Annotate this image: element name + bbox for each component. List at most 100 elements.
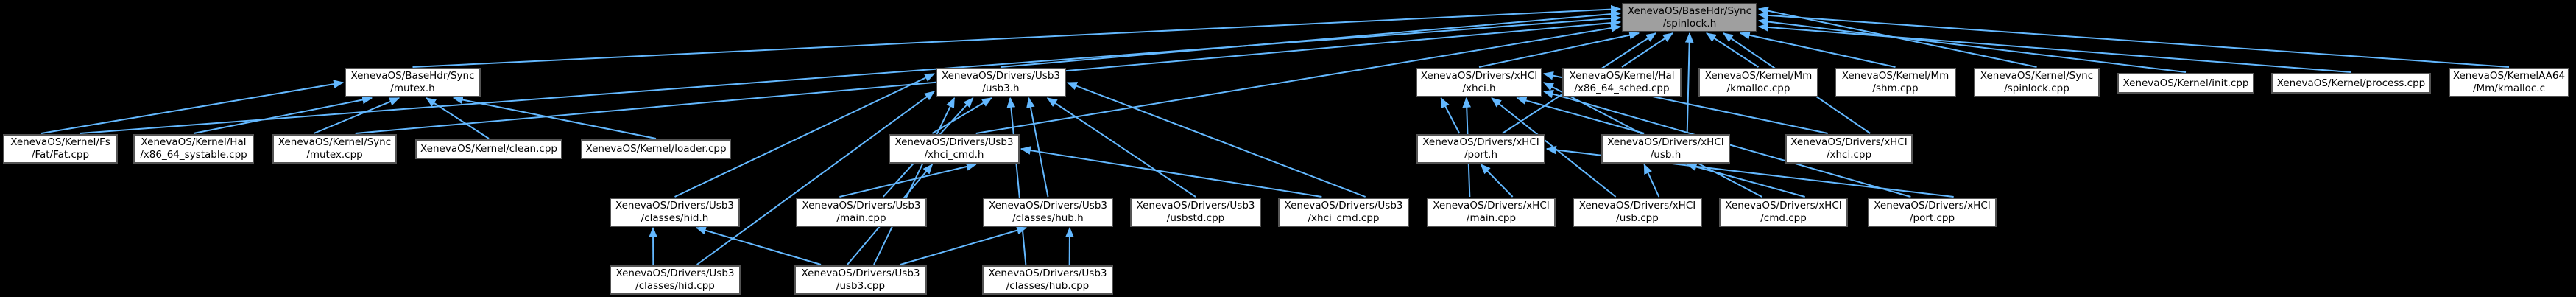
graph-node-xhci_cmd_h[interactable]: XenevaOS/Drivers/Usb3/xhci_cmd.h [889, 134, 1020, 164]
graph-node-label: XenevaOS/Drivers/xHCI [1422, 136, 1539, 148]
graph-node-aa64_kmalloc_c[interactable]: XenevaOS/KernelAA64/Mm/kmalloc.c [2449, 68, 2569, 97]
include-edge-loader_cpp-to-mutex_h [452, 95, 657, 139]
include-edge-usbstd_cpp-to-usb3_h [1046, 97, 1196, 198]
graph-node-label: /Mm/kmalloc.c [2472, 83, 2546, 94]
graph-node-label: XenevaOS/BaseHdr/Sync [1627, 5, 1752, 17]
graph-node-hid_cpp[interactable]: XenevaOS/Drivers/Usb3/classes/hid.cpp [610, 265, 741, 295]
graph-node-label: XenevaOS/Drivers/xHCI [1790, 136, 1908, 148]
graph-node-label: /xhci.h [1462, 83, 1496, 94]
include-edge-usb_h-to-xhci_h [1516, 96, 1645, 134]
graph-node-label: XenevaOS/Kernel/Sync [278, 136, 392, 148]
graph-node-loader_cpp[interactable]: XenevaOS/Kernel/loader.cpp [581, 139, 731, 159]
include-edge-sched_cpp-to-spinlock_h [1621, 32, 1673, 68]
include-edge-hub_cpp-to-usb3_h [1006, 97, 1027, 265]
graph-node-sched_cpp[interactable]: XenevaOS/Kernel/Hal/x86_64_sched.cpp [1562, 68, 1682, 97]
graph-node-port_cpp[interactable]: XenevaOS/Drivers/xHCI/port.cpp [1868, 198, 1997, 227]
graph-node-usb3_h[interactable]: XenevaOS/Drivers/Usb3/usb3.h [936, 68, 1066, 97]
graph-node-usb3_cpp[interactable]: XenevaOS/Drivers/Usb3/usb3.cpp [794, 265, 927, 295]
graph-node-label: /xhci_cmd.cpp [1308, 212, 1380, 224]
graph-node-label: XenevaOS/Drivers/xHCI [1433, 200, 1550, 212]
graph-node-label: XenevaOS/Drivers/Usb3 [802, 200, 921, 212]
graph-node-init_cpp[interactable]: XenevaOS/Kernel/init.cpp [2117, 73, 2254, 94]
graph-node-label: XenevaOS/Drivers/Usb3 [894, 136, 1014, 148]
graph-node-label: /Fat/Fat.cpp [31, 149, 90, 161]
graph-node-label: XenevaOS/Kernel/clean.cpp [420, 143, 557, 155]
graph-node-label: /port.h [1464, 149, 1498, 161]
graph-node-hid_h[interactable]: XenevaOS/Drivers/Usb3/classes/hid.h [610, 198, 740, 227]
graph-node-label: /usb.cpp [1616, 212, 1659, 224]
graph-node-label: XenevaOS/Kernel/init.cpp [2122, 77, 2249, 89]
graph-node-label: XenevaOS/Drivers/Usb3 [615, 268, 735, 279]
include-edge-mutex_h-to-spinlock_h [412, 4, 1622, 68]
graph-node-label: /x86_64_systable.cpp [140, 149, 247, 161]
include-edge-usb3_cpp-to-hid_h [695, 226, 822, 265]
graph-node-process_cpp[interactable]: XenevaOS/Kernel/process.cpp [2271, 73, 2431, 94]
graph-node-label: XenevaOS/Kernel/Hal [141, 136, 247, 148]
graph-node-label: /usb.h [1650, 149, 1682, 161]
include-edge-systable_cpp-to-mutex_h [193, 95, 373, 134]
graph-node-label: XenevaOS/Drivers/xHCI [1578, 200, 1696, 212]
graph-node-label: XenevaOS/Kernel/Fs [10, 136, 110, 148]
graph-node-hub_h[interactable]: XenevaOS/Drivers/Usb3/classes/hub.h [983, 198, 1113, 227]
graph-node-spinlock_cpp[interactable]: XenevaOS/Kernel/Sync/spinlock.cpp [1974, 68, 2100, 97]
graph-node-xhci_h[interactable]: XenevaOS/Drivers/xHCI/xhci.h [1416, 68, 1542, 97]
graph-node-xhci_cmd_cpp[interactable]: XenevaOS/Drivers/Usb3/xhci_cmd.cpp [1278, 198, 1409, 227]
graph-node-label: /main.cpp [1466, 212, 1517, 224]
include-edge-aa64_kmalloc_c-to-spinlock_h [1757, 11, 2510, 68]
graph-node-hub_cpp[interactable]: XenevaOS/Drivers/Usb3/classes/hub.cpp [982, 265, 1113, 295]
include-edge-xhci_cmd_cpp-to-usb3_h [1066, 82, 1366, 198]
graph-node-label: XenevaOS/Drivers/xHCI [1874, 200, 1991, 212]
include-edge-usb3_main_cpp-to-xhci_cmd_h [839, 162, 977, 198]
include-edge-shm_cpp-to-spinlock_h [1739, 31, 1896, 68]
graph-node-label: /cmd.cpp [1760, 212, 1807, 224]
graph-node-label: /mutex.h [390, 83, 435, 94]
include-edge-usb3_cpp-to-hub_h [900, 226, 1028, 265]
graph-node-spinlock_h[interactable]: XenevaOS/BaseHdr/Sync/spinlock.h [1622, 3, 1757, 32]
graph-node-label: /spinlock.cpp [2004, 83, 2069, 94]
include-edge-hid_h-to-usb3_h [674, 73, 936, 198]
graph-node-label: XenevaOS/Drivers/xHCI [1420, 70, 1538, 82]
graph-node-label: /kmalloc.cpp [1726, 83, 1790, 94]
graph-node-label: XenevaOS/Kernel/Sync [1980, 70, 2094, 82]
graph-node-label: XenevaOS/Drivers/xHCI [1607, 136, 1724, 148]
include-edge-fat_cpp-to-spinlock_h [79, 14, 1622, 134]
graph-node-label: XenevaOS/Drivers/xHCI [1725, 200, 1842, 212]
graph-node-label: XenevaOS/Drivers/Usb3 [801, 268, 920, 279]
graph-node-label: XenevaOS/KernelAA64 [2452, 70, 2566, 82]
include-edge-mutex_cpp-to-mutex_h [313, 97, 400, 134]
graph-node-usbstd_cpp[interactable]: XenevaOS/Drivers/Usb3/usbstd.cpp [1130, 198, 1261, 227]
graph-node-mutex_cpp[interactable]: XenevaOS/Kernel/Sync/mutex.cpp [272, 134, 397, 164]
include-edge-usb3_cpp-to-usb3_h [873, 97, 956, 265]
include-edge-xhci_h-to-spinlock_h [1478, 30, 1640, 68]
include-edge-mm_kmalloc_cpp-to-spinlock_h [1706, 32, 1760, 68]
graph-node-label: /classes/hub.h [1012, 212, 1084, 224]
graph-node-mm_kmalloc_cpp[interactable]: XenevaOS/Kernel/Mm/kmalloc.cpp [1698, 68, 1818, 97]
graph-node-usb_cpp[interactable]: XenevaOS/Drivers/xHCI/usb.cpp [1573, 198, 1702, 227]
graph-node-cmd_cpp[interactable]: XenevaOS/Drivers/xHCI/cmd.cpp [1719, 198, 1848, 227]
graph-node-label: XenevaOS/Kernel/Hal [1569, 70, 1675, 82]
graph-node-label: /spinlock.h [1662, 18, 1717, 29]
graph-node-xhci_cpp[interactable]: XenevaOS/Drivers/xHCI/xhci.cpp [1785, 134, 1913, 164]
graph-node-usb_h[interactable]: XenevaOS/Drivers/xHCI/usb.h [1601, 134, 1730, 164]
graph-node-label: /xhci_cmd.h [924, 149, 984, 161]
include-edge-fat_cpp-to-mutex_h [40, 80, 345, 134]
graph-node-label: /port.cpp [1909, 212, 1955, 224]
graph-node-systable_cpp[interactable]: XenevaOS/Kernel/Hal/x86_64_systable.cpp [133, 134, 254, 164]
graph-node-mutex_h[interactable]: XenevaOS/BaseHdr/Sync/mutex.h [345, 68, 481, 97]
graph-node-fat_cpp[interactable]: XenevaOS/Kernel/Fs/Fat/Fat.cpp [3, 134, 118, 164]
graph-node-clean_cpp[interactable]: XenevaOS/Kernel/clean.cpp [415, 139, 562, 159]
graph-node-label: /mutex.cpp [306, 149, 363, 161]
graph-node-usb3_main_cpp[interactable]: XenevaOS/Drivers/Usb3/main.cpp [796, 198, 927, 227]
graph-node-label: /shm.cpp [1872, 83, 1919, 94]
graph-node-xhci_main_cpp[interactable]: XenevaOS/Drivers/xHCI/main.cpp [1427, 198, 1556, 227]
graph-node-label: XenevaOS/Kernel/loader.cpp [585, 143, 727, 155]
include-edge-xhci_main_cpp-to-port_h [1480, 164, 1514, 198]
graph-node-shm_cpp[interactable]: XenevaOS/Kernel/Mm/shm.cpp [1835, 68, 1956, 97]
include-edge-usb_cpp-to-usb_h [1643, 163, 1660, 198]
include-edge-xhci_cmd_h-to-spinlock_h [975, 24, 1622, 134]
graph-node-label: XenevaOS/Drivers/Usb3 [988, 200, 1107, 212]
graph-node-label: /classes/hid.cpp [635, 280, 715, 292]
graph-node-port_h[interactable]: XenevaOS/Drivers/xHCI/port.h [1416, 134, 1545, 164]
graph-node-label: /x86_64_sched.cpp [1574, 83, 1670, 94]
graph-node-label: XenevaOS/Drivers/Usb3 [1136, 200, 1255, 212]
